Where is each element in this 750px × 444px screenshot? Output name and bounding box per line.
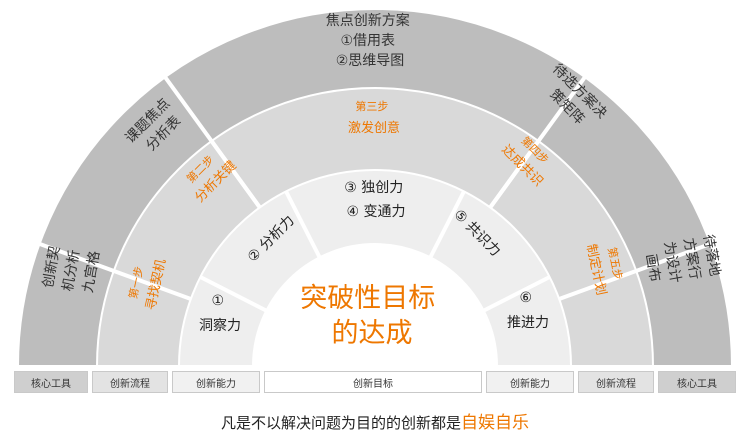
footer-highlight: 自娱自乐 <box>461 413 529 433</box>
strip-ability-right: 创新能力 <box>486 371 574 393</box>
segment-dividers <box>38 76 712 313</box>
tool-left: 创新契 机分析 九宫格 <box>40 241 103 296</box>
segment-divider <box>284 190 322 259</box>
center-goal: 突破性目标 的达成 <box>300 283 444 349</box>
footer-slogan: 凡是不以解决问题为目的的创新都是自娱自乐 <box>0 408 750 433</box>
strip-ability-left: 创新能力 <box>172 371 260 393</box>
strip-core-tools-left: 核心工具 <box>14 371 88 393</box>
tool-top: 焦点创新方案 ①借用表 ②思维导图 <box>326 12 414 69</box>
strip-goal: 创新目标 <box>264 371 482 393</box>
segment-divider <box>482 275 551 313</box>
segment-divider <box>488 139 541 209</box>
strip-process-right: 创新流程 <box>578 371 654 393</box>
segment-divider <box>199 275 268 313</box>
segment-divider <box>38 242 192 301</box>
center-goal-disc <box>251 243 499 367</box>
ability-3-4: ③ 独创力 ④ 变通力 <box>344 180 407 220</box>
segment-divider <box>209 139 262 209</box>
ability-1: ① 洞察力 <box>199 293 241 334</box>
strip-process-left: 创新流程 <box>92 371 168 393</box>
footer-text: 凡是不以解决问题为目的的创新都是 <box>220 414 461 432</box>
segment-divider <box>428 190 466 259</box>
strip-core-tools-right: 核心工具 <box>658 371 736 393</box>
ability-6: ⑥ 推进力 <box>507 290 549 331</box>
segment-divider <box>558 242 712 301</box>
process-step-3: 第三步 激发创意 <box>348 99 400 136</box>
